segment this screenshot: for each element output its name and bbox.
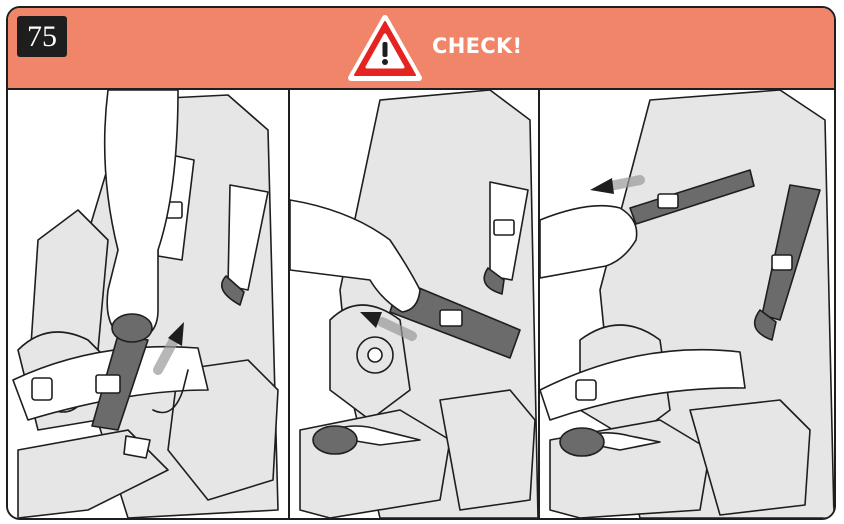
header-banner: 75 CHECK! xyxy=(8,8,834,90)
check-heading: CHECK! xyxy=(432,34,522,58)
seat-illustration-1 xyxy=(8,90,288,518)
instruction-sheet: 75 CHECK! xyxy=(6,6,836,520)
panel-1-illustration xyxy=(8,90,288,518)
panel-2-illustration xyxy=(290,90,538,518)
seat-illustration-3 xyxy=(540,90,834,518)
step-number-badge: 75 xyxy=(17,16,67,57)
panel-3-illustration xyxy=(540,90,834,518)
warning-triangle-icon xyxy=(348,14,422,82)
seat-illustration-2 xyxy=(290,90,538,518)
